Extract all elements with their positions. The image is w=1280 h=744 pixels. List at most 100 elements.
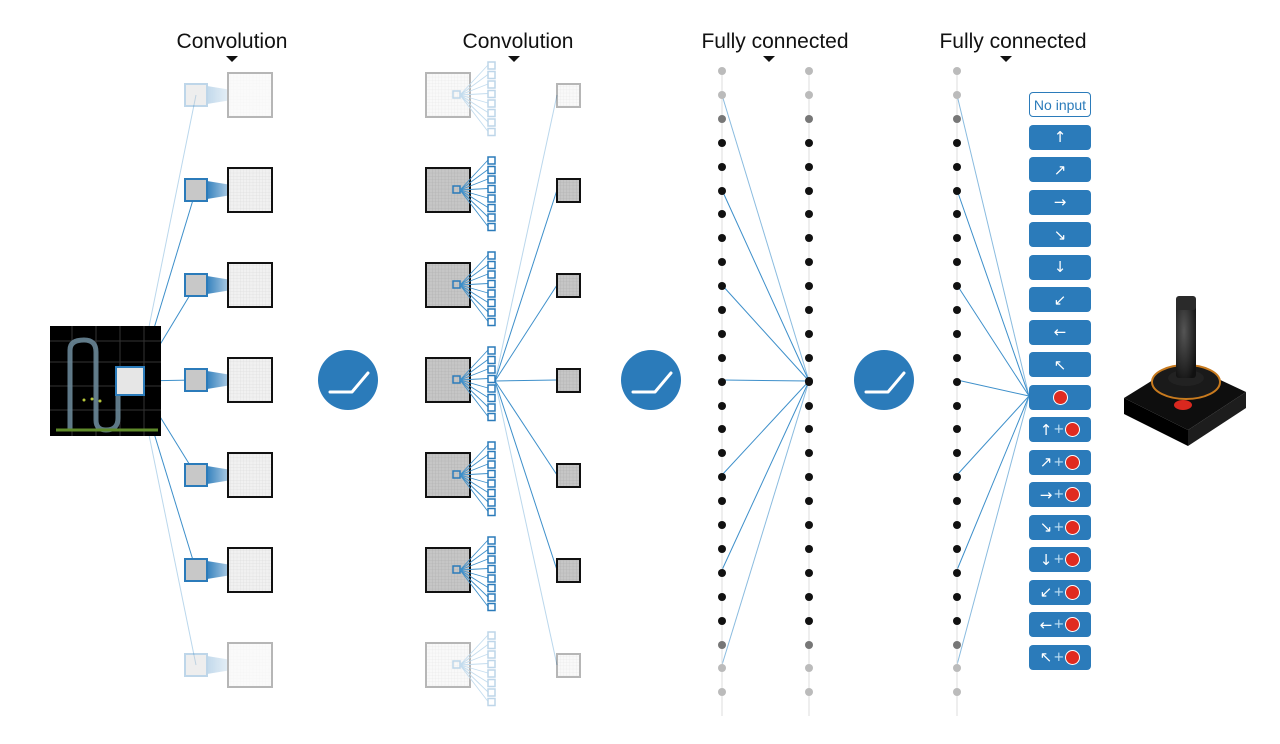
neuron-node (953, 593, 961, 601)
arrow-icon: ↖ (1039, 648, 1053, 666)
plus-icon: + (1053, 584, 1065, 600)
neuron-node (805, 282, 813, 290)
fire-button-icon (1065, 487, 1081, 502)
neuron-node (718, 521, 726, 529)
arrow-icon: ↑ (1053, 128, 1067, 146)
action-up-left-fire-button[interactable]: ↖+ (1029, 644, 1091, 670)
plus-icon: + (1053, 617, 1065, 632)
action-down-button[interactable]: ↓ (1029, 254, 1091, 280)
neuron-node (805, 425, 813, 433)
neuron-node (718, 234, 726, 242)
arrow-icon: ↓ (1039, 550, 1053, 569)
arrow-icon: ↓ (1053, 258, 1067, 276)
neuron-node (718, 282, 726, 290)
relu-icon (621, 350, 681, 410)
neuron-node (718, 187, 726, 195)
action-left-button[interactable]: ← (1029, 319, 1091, 345)
neuron-node (805, 449, 813, 457)
arrow-icon: ↘ (1053, 225, 1067, 244)
feature-map (184, 167, 273, 213)
neuron-node (953, 617, 961, 625)
neuron-node (953, 163, 961, 171)
action-up-right-button[interactable]: ↗ (1029, 157, 1091, 182)
plus-icon: + (1053, 649, 1065, 665)
neuron-node (953, 688, 961, 696)
neuron-node (805, 545, 813, 553)
arrow-icon: ↖ (1053, 355, 1067, 374)
neuron-node (953, 187, 961, 195)
action-up-button[interactable]: ↑ (1029, 124, 1091, 150)
neuron-node (805, 521, 813, 529)
action-down-fire-button[interactable]: ↓+ (1029, 547, 1091, 572)
neuron-node (718, 139, 726, 147)
relu-icon (318, 350, 378, 410)
neuron-node (953, 473, 961, 481)
action-left-fire-button[interactable]: ←+ (1029, 612, 1091, 637)
neuron-node (718, 569, 726, 577)
neuron-node (805, 664, 813, 672)
neuron-node (718, 258, 726, 266)
arrow-icon: ↘ (1039, 518, 1053, 536)
feature-map (425, 441, 581, 517)
neuron-node (953, 139, 961, 147)
neuron-node (953, 282, 961, 290)
fire-button-icon (1065, 422, 1081, 437)
action-down-right-fire-button[interactable]: ↘+ (1029, 514, 1091, 540)
neuron-node (805, 402, 813, 410)
neuron-node (953, 306, 961, 314)
neuron-node (718, 402, 726, 410)
neuron-node (805, 115, 813, 123)
arrow-icon: → (1039, 485, 1053, 504)
neuron-node (718, 330, 726, 338)
relu-icon (854, 350, 914, 410)
arrow-icon: ↗ (1053, 160, 1067, 179)
arrow-icon: ↙ (1039, 583, 1053, 601)
plus-icon: + (1053, 519, 1065, 535)
action-down-left-fire-button[interactable]: ↙+ (1029, 579, 1091, 605)
neuron-node (718, 378, 726, 386)
conv1-header: Convolution (176, 30, 288, 53)
neuron-node (805, 91, 813, 99)
neuron-node (718, 91, 726, 99)
action-down-right-button[interactable]: ↘ (1029, 222, 1091, 247)
action-right-button[interactable]: → (1029, 189, 1091, 215)
fire-button-icon (1065, 454, 1081, 470)
action-up-right-fire-button[interactable]: ↗+ (1029, 449, 1091, 475)
fire-button-icon (1065, 584, 1081, 600)
conv2-layer (425, 61, 581, 707)
neuron-node (805, 187, 813, 195)
arrow-icon: ← (1039, 615, 1053, 634)
neuron-node (805, 617, 813, 625)
neuron-node (805, 210, 813, 218)
fire-button-icon (1065, 649, 1081, 665)
feature-map (184, 262, 273, 308)
action-fire-button[interactable] (1029, 384, 1091, 410)
action-right-fire-button[interactable]: →+ (1029, 482, 1091, 507)
neuron-node (718, 593, 726, 601)
neuron-node (718, 545, 726, 553)
neuron-node (718, 210, 726, 218)
neuron-node (953, 641, 961, 649)
arrow-icon: → (1053, 193, 1067, 211)
feature-map (184, 547, 273, 593)
fc1-header: Fully connected (701, 30, 849, 53)
feature-map (425, 346, 581, 422)
neuron-node (953, 664, 961, 672)
neuron-node (953, 521, 961, 529)
neuron-node (953, 545, 961, 553)
neuron-node (805, 306, 813, 314)
action-no-input-button[interactable]: No input (1029, 92, 1091, 117)
action-up-fire-button[interactable]: ↑+ (1029, 417, 1091, 442)
neuron-node (805, 139, 813, 147)
neuron-node (718, 306, 726, 314)
action-up-left-button[interactable]: ↖ (1029, 352, 1091, 377)
neuron-node (718, 688, 726, 696)
fire-button-icon (1065, 617, 1081, 632)
plus-icon: + (1053, 454, 1065, 470)
neuron-node (953, 425, 961, 433)
neuron-node (718, 497, 726, 505)
action-down-left-button[interactable]: ↙ (1029, 287, 1091, 312)
neuron-node (953, 569, 961, 577)
neuron-node (805, 569, 813, 577)
